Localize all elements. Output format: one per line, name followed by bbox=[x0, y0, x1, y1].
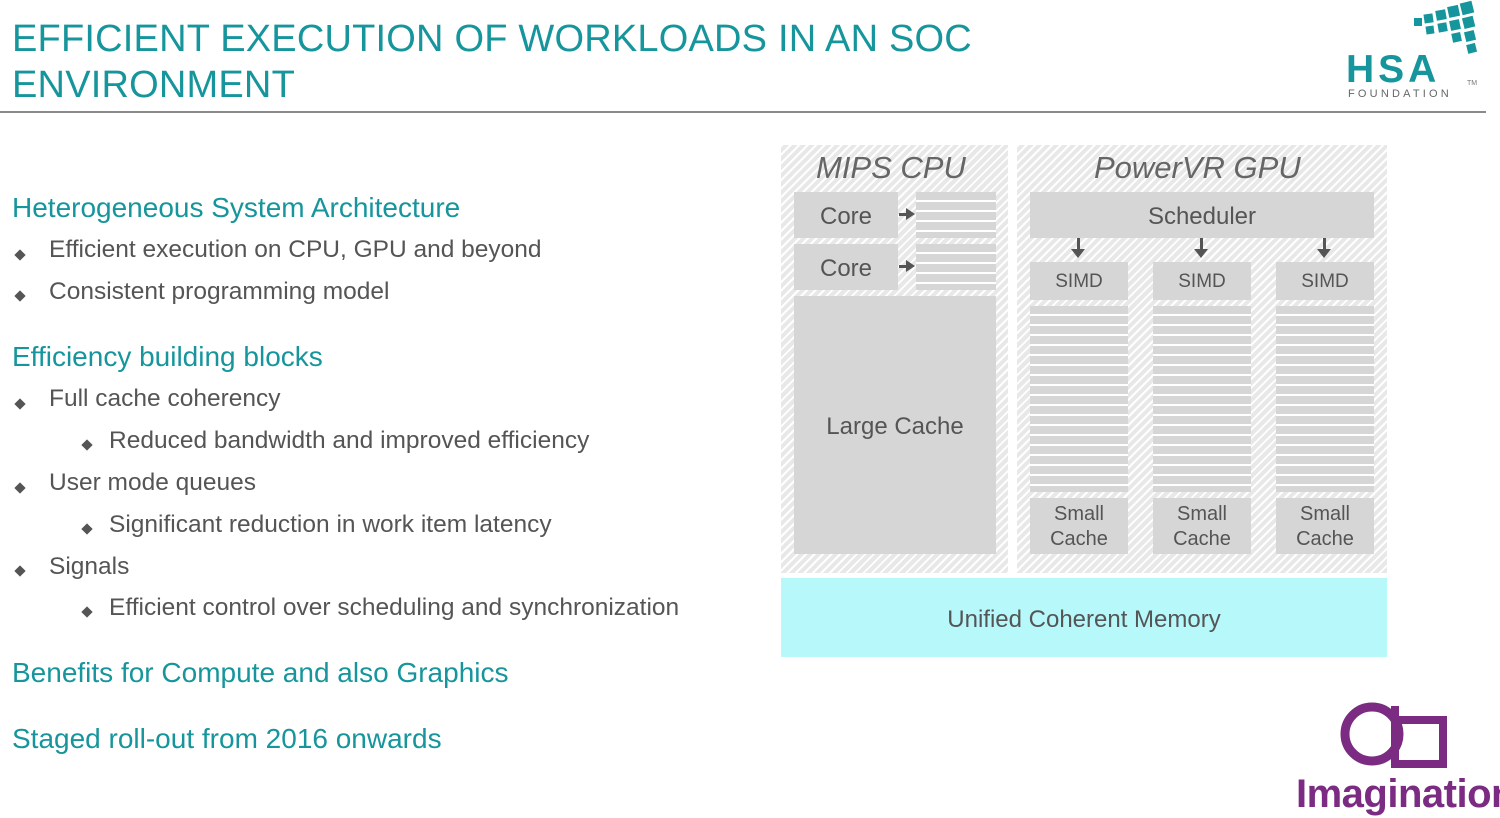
heading-hsa: Heterogeneous System Architecture bbox=[12, 192, 461, 223]
simd-2: SIMD bbox=[1153, 262, 1251, 300]
bullet-signals: Signals bbox=[49, 553, 130, 580]
bullet-diamond-icon bbox=[14, 398, 26, 410]
small-cache-2: Small Cache bbox=[1153, 498, 1251, 554]
arrow-down-icon bbox=[1200, 238, 1203, 250]
sub-bullet-diamond-icon bbox=[81, 439, 93, 451]
bullet-diamond-icon bbox=[14, 249, 26, 261]
small-cache-3-line1: Small bbox=[1299, 503, 1350, 525]
arrow-head-down-icon bbox=[1071, 249, 1085, 258]
simd-3-lanes bbox=[1276, 306, 1374, 492]
small-cache-1-line1: Small bbox=[1053, 503, 1104, 525]
imagination-mark-icon bbox=[1340, 702, 1447, 768]
arrow-head-right-icon bbox=[906, 260, 915, 272]
sub-bullet-scheduling: Efficient control over scheduling and sy… bbox=[109, 594, 680, 621]
bullet-programming-model: Consistent programming model bbox=[49, 278, 390, 305]
arrow-right-icon bbox=[899, 213, 907, 216]
bullet-cache-coherency: Full cache coherency bbox=[49, 385, 281, 412]
imagination-wordmark: Imagination bbox=[1296, 772, 1500, 816]
heading-benefits: Benefits for Compute and also Graphics bbox=[12, 657, 509, 688]
bullet-diamond-icon bbox=[14, 565, 26, 577]
arrow-down-icon bbox=[1323, 238, 1326, 250]
core-1: Core bbox=[794, 192, 898, 238]
simd-1-lanes bbox=[1030, 306, 1128, 492]
arrow-right-icon bbox=[899, 265, 907, 268]
title-line-2: ENVIRONMENT bbox=[12, 64, 295, 106]
arrow-head-down-icon bbox=[1194, 249, 1208, 258]
sub-bullet-diamond-icon bbox=[81, 523, 93, 535]
heading-rollout: Staged roll-out from 2016 onwards bbox=[12, 723, 442, 754]
hsa-trademark: TM bbox=[1467, 80, 1478, 87]
simd-1: SIMD bbox=[1030, 262, 1128, 300]
core-1-cache-lines bbox=[916, 192, 996, 238]
scheduler: Scheduler bbox=[1030, 192, 1374, 238]
small-cache-1: Small Cache bbox=[1030, 498, 1128, 554]
core-2-cache-lines bbox=[916, 244, 996, 290]
small-cache-2-line2: Cache bbox=[1173, 528, 1231, 550]
bullet-user-mode-queues: User mode queues bbox=[49, 469, 257, 496]
unified-coherent-memory: Unified Coherent Memory bbox=[781, 578, 1387, 657]
bullet-efficient-execution: Efficient execution on CPU, GPU and beyo… bbox=[49, 236, 542, 263]
small-cache-2-line1: Small bbox=[1176, 503, 1227, 525]
small-cache-1-line2: Cache bbox=[1050, 528, 1108, 550]
gpu-title: PowerVR GPU bbox=[1094, 150, 1301, 185]
simd-2-lanes bbox=[1153, 306, 1251, 492]
simd-3: SIMD bbox=[1276, 262, 1374, 300]
cpu-title: MIPS CPU bbox=[816, 150, 966, 185]
hsa-foundation-text: FOUNDATION bbox=[1348, 88, 1452, 100]
sub-bullet-diamond-icon bbox=[81, 606, 93, 618]
heading-building-blocks: Efficiency building blocks bbox=[12, 341, 323, 372]
sub-bullet-bandwidth: Reduced bandwidth and improved efficienc… bbox=[109, 427, 590, 454]
hsa-squares-icon bbox=[1414, 0, 1478, 54]
slide-title: EFFICIENT EXECUTION OF WORKLOADS IN AN S… bbox=[12, 16, 1132, 108]
imagination-logo: Imagination bbox=[1290, 700, 1500, 818]
hsa-letters: HSA bbox=[1346, 48, 1441, 91]
core-2: Core bbox=[794, 244, 898, 290]
sub-bullet-latency: Significant reduction in work item laten… bbox=[109, 511, 552, 538]
arrow-head-right-icon bbox=[906, 208, 915, 220]
title-divider bbox=[0, 111, 1486, 113]
small-cache-3-line2: Cache bbox=[1296, 528, 1354, 550]
large-cache: Large Cache bbox=[794, 296, 996, 554]
bullet-diamond-icon bbox=[14, 482, 26, 494]
arrow-down-icon bbox=[1077, 238, 1080, 250]
bullet-diamond-icon bbox=[14, 290, 26, 302]
arrow-head-down-icon bbox=[1317, 249, 1331, 258]
small-cache-3: Small Cache bbox=[1276, 498, 1374, 554]
hsa-foundation-logo: HSA TM FOUNDATION bbox=[1340, 0, 1490, 105]
title-line-1: EFFICIENT EXECUTION OF WORKLOADS IN AN S… bbox=[12, 18, 972, 60]
